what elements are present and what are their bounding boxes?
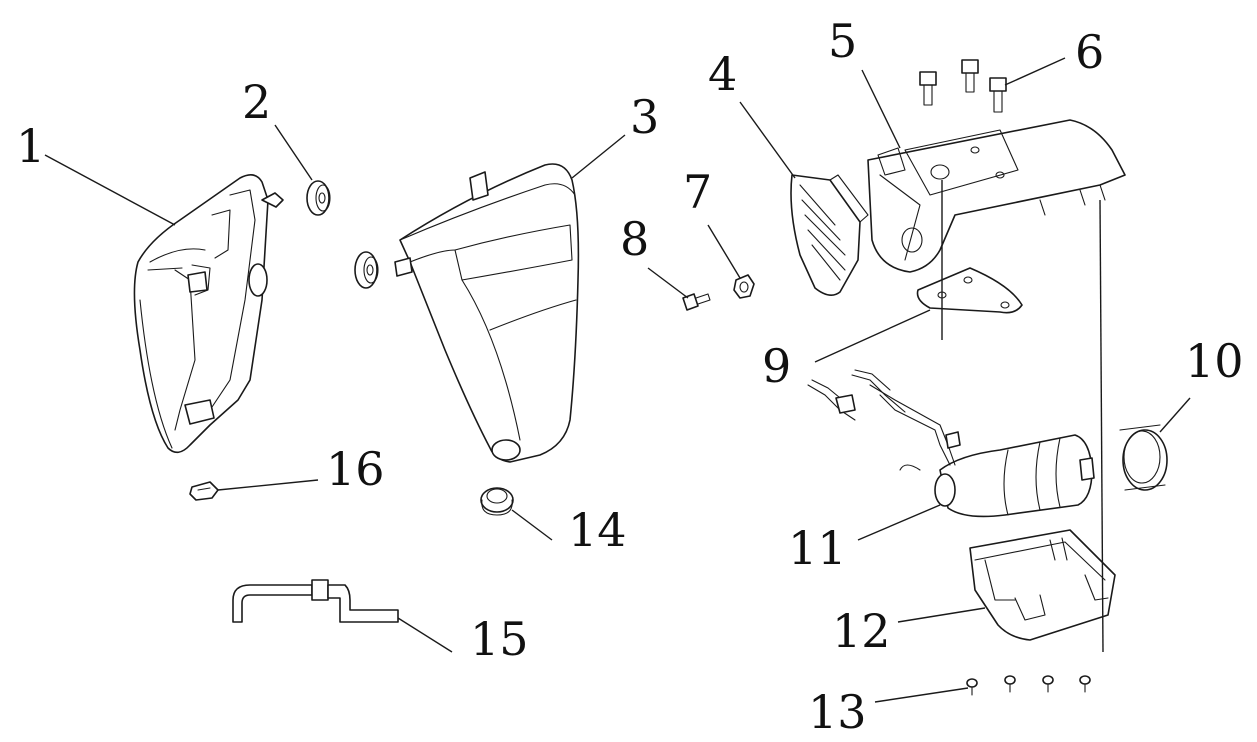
label-12: 12 [832, 604, 891, 658]
leader-3 [571, 134, 626, 179]
part-3-main-panel [354, 163, 580, 463]
part-7-nut [733, 274, 755, 299]
leader-2 [274, 124, 313, 181]
label-6: 6 [1075, 25, 1104, 79]
part-8-screw [682, 293, 711, 311]
leader-15 [397, 617, 453, 653]
label-13: 13 [808, 685, 867, 739]
label-8: 8 [620, 212, 649, 266]
leader-12 [897, 607, 986, 623]
leader-4 [739, 101, 796, 179]
leader-6 [1004, 57, 1066, 86]
label-2: 2 [242, 75, 271, 129]
part-2-grommet [306, 180, 331, 216]
label-5: 5 [828, 14, 857, 68]
part-16-clip [189, 481, 219, 501]
callout-numbers: 1 2 3 4 5 6 7 8 9 10 11 12 13 14 15 16 [16, 14, 1244, 739]
part-6-bolts [919, 59, 1007, 113]
part-14-grommet [480, 487, 514, 516]
leader-13 [874, 687, 969, 703]
part-12-tray [969, 529, 1116, 641]
leader-5 [861, 69, 901, 149]
leader-10 [1159, 397, 1191, 433]
label-15: 15 [470, 612, 529, 666]
label-16: 16 [326, 442, 385, 496]
part-1-left-cover [133, 174, 284, 454]
part-9-plate [916, 180, 1023, 340]
label-7: 7 [683, 165, 712, 219]
leader-11 [857, 504, 941, 541]
label-9: 9 [762, 339, 791, 393]
label-11: 11 [788, 521, 847, 575]
part-15-hose [232, 579, 399, 623]
part-4-vent-grille [790, 174, 869, 296]
label-4: 4 [708, 47, 737, 101]
part-5-bracket [867, 119, 1126, 273]
leader-9 [814, 309, 931, 363]
label-10: 10 [1185, 334, 1244, 388]
part-13-screws [966, 199, 1104, 696]
part-11-canister [807, 369, 1095, 518]
leader-7 [707, 224, 741, 279]
label-1: 1 [16, 119, 45, 173]
label-3: 3 [630, 90, 659, 144]
leader-14 [511, 509, 553, 541]
label-14: 14 [568, 503, 627, 557]
part-10-ring-band [1119, 424, 1168, 491]
leader-lines [44, 57, 1191, 703]
leader-8 [647, 267, 689, 299]
leader-16 [217, 479, 319, 491]
leader-1 [44, 154, 176, 226]
